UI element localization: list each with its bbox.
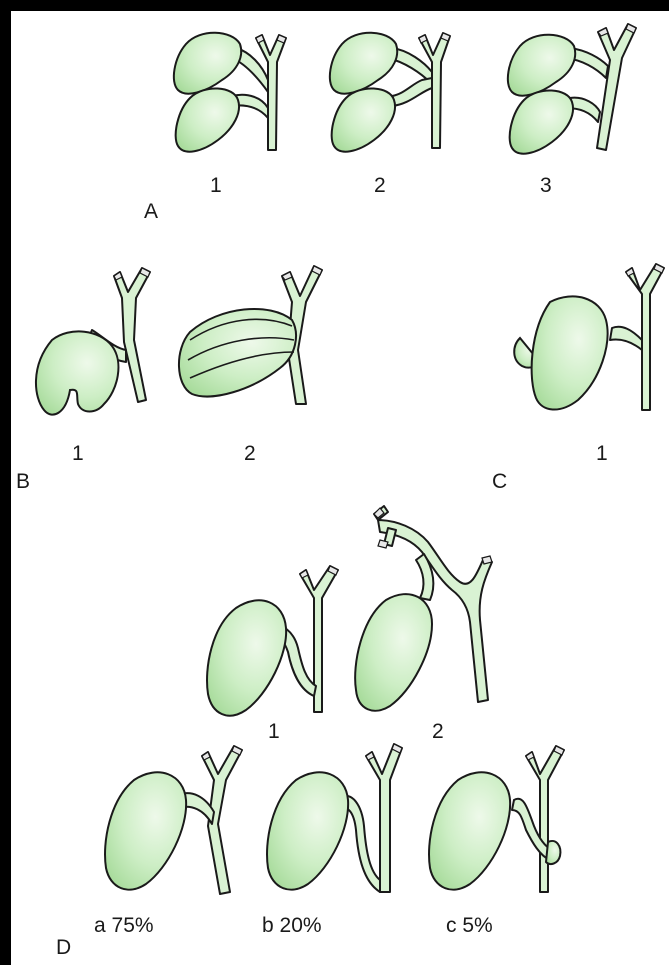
panel-letter-d: D — [56, 936, 71, 959]
label-a-1: 1 — [210, 174, 222, 197]
panel-c-variant-1 — [514, 264, 664, 410]
panel-b-variant-1 — [36, 268, 150, 415]
panel-letter-c: C — [492, 470, 507, 493]
panel-d-variant-1 — [207, 566, 338, 716]
panel-letter-a: A — [144, 200, 158, 223]
panel-a-variant-1 — [174, 33, 286, 152]
panel-a-variant-2 — [330, 33, 450, 152]
label-a-3: 3 — [540, 174, 552, 197]
label-d-a: a 75% — [94, 914, 154, 937]
label-d-c: c 5% — [446, 914, 493, 937]
panel-a-variant-3 — [508, 24, 636, 154]
label-d-2: 2 — [432, 720, 444, 743]
label-d-1: 1 — [268, 720, 280, 743]
panel-letter-b: B — [16, 470, 30, 493]
label-b-1: 1 — [72, 442, 84, 465]
label-a-2: 2 — [374, 174, 386, 197]
panel-d-type-b — [267, 744, 402, 892]
label-c-1: 1 — [596, 442, 608, 465]
label-b-2: 2 — [244, 442, 256, 465]
panel-d-variant-2 — [355, 506, 492, 711]
panel-b-variant-2 — [179, 266, 322, 404]
panel-d-type-c — [429, 746, 564, 892]
label-d-b: b 20% — [262, 914, 322, 937]
panel-d-type-a — [105, 746, 242, 894]
